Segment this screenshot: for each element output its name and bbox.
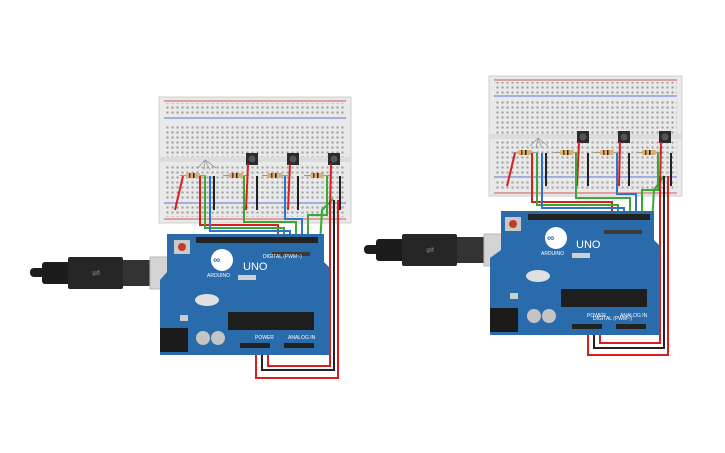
infinity-logo-icon: ∞ <box>213 255 220 266</box>
resistor-2a[interactable] <box>512 150 538 155</box>
digital-header-label: DIGITAL (PWM~) <box>263 254 302 260</box>
reset-button[interactable] <box>509 220 517 228</box>
power-jack <box>490 308 518 332</box>
reset-button[interactable] <box>178 243 186 251</box>
power-header-label: POWER <box>255 335 274 341</box>
breadboard-wires-1 <box>174 163 341 211</box>
model-label: UNO <box>243 261 268 273</box>
power-header-label: POWER <box>587 313 606 319</box>
resistor-1c[interactable] <box>262 173 288 178</box>
breadboard-wires-2 <box>506 141 672 187</box>
arduino-uno-1[interactable]: DIGITAL (PWM~) ∞ ARDUINO UNO POWER ANALO… <box>160 234 330 355</box>
rgb-led-1[interactable] <box>197 159 217 171</box>
resistor-2b[interactable] <box>554 150 580 155</box>
analog-header-label: ANALOG IN <box>620 313 648 319</box>
pushbutton-1b[interactable] <box>287 153 299 165</box>
usb-cable-1[interactable]: ⇌ <box>30 256 181 290</box>
circuit-1: ⇌ DIGITAL (PWM~) ∞ ARDUINO UNO POWE <box>30 96 352 379</box>
model-label: UNO <box>576 239 601 251</box>
circuit-2: ⇌ DIGITAL (PWM~) ∞ ARDUINO UNO POWER <box>364 75 683 356</box>
resistor-2d[interactable] <box>636 150 662 155</box>
pushbutton-1a[interactable] <box>246 153 258 165</box>
breadboard-2[interactable] <box>488 75 683 197</box>
microcontroller-chip <box>228 312 314 330</box>
resistor-1b[interactable] <box>223 173 249 178</box>
signal-wires-1 <box>199 176 339 379</box>
analog-header-label: ANALOG IN <box>288 335 316 341</box>
brand-label: ARDUINO <box>207 273 230 279</box>
pushbutton-1c[interactable] <box>328 153 340 165</box>
svg-text:⇌: ⇌ <box>92 268 100 279</box>
svg-text:⇌: ⇌ <box>426 245 434 256</box>
resistor-1d[interactable] <box>304 173 330 178</box>
rgb-led-2[interactable] <box>529 137 549 149</box>
infinity-logo-icon: ∞ <box>547 233 554 244</box>
digital-header-label: DIGITAL (PWM~) <box>593 316 632 322</box>
brand-label: ARDUINO <box>541 251 564 257</box>
pushbutton-2b[interactable] <box>618 131 630 143</box>
pushbutton-2c[interactable] <box>659 131 671 143</box>
power-jack <box>160 328 188 352</box>
resistor-1a[interactable] <box>180 173 206 178</box>
microcontroller-chip <box>561 289 647 307</box>
pushbutton-2a[interactable] <box>577 131 589 143</box>
arduino-uno-2[interactable]: DIGITAL (PWM~) ∞ ARDUINO UNO POWER ANALO… <box>490 211 660 335</box>
